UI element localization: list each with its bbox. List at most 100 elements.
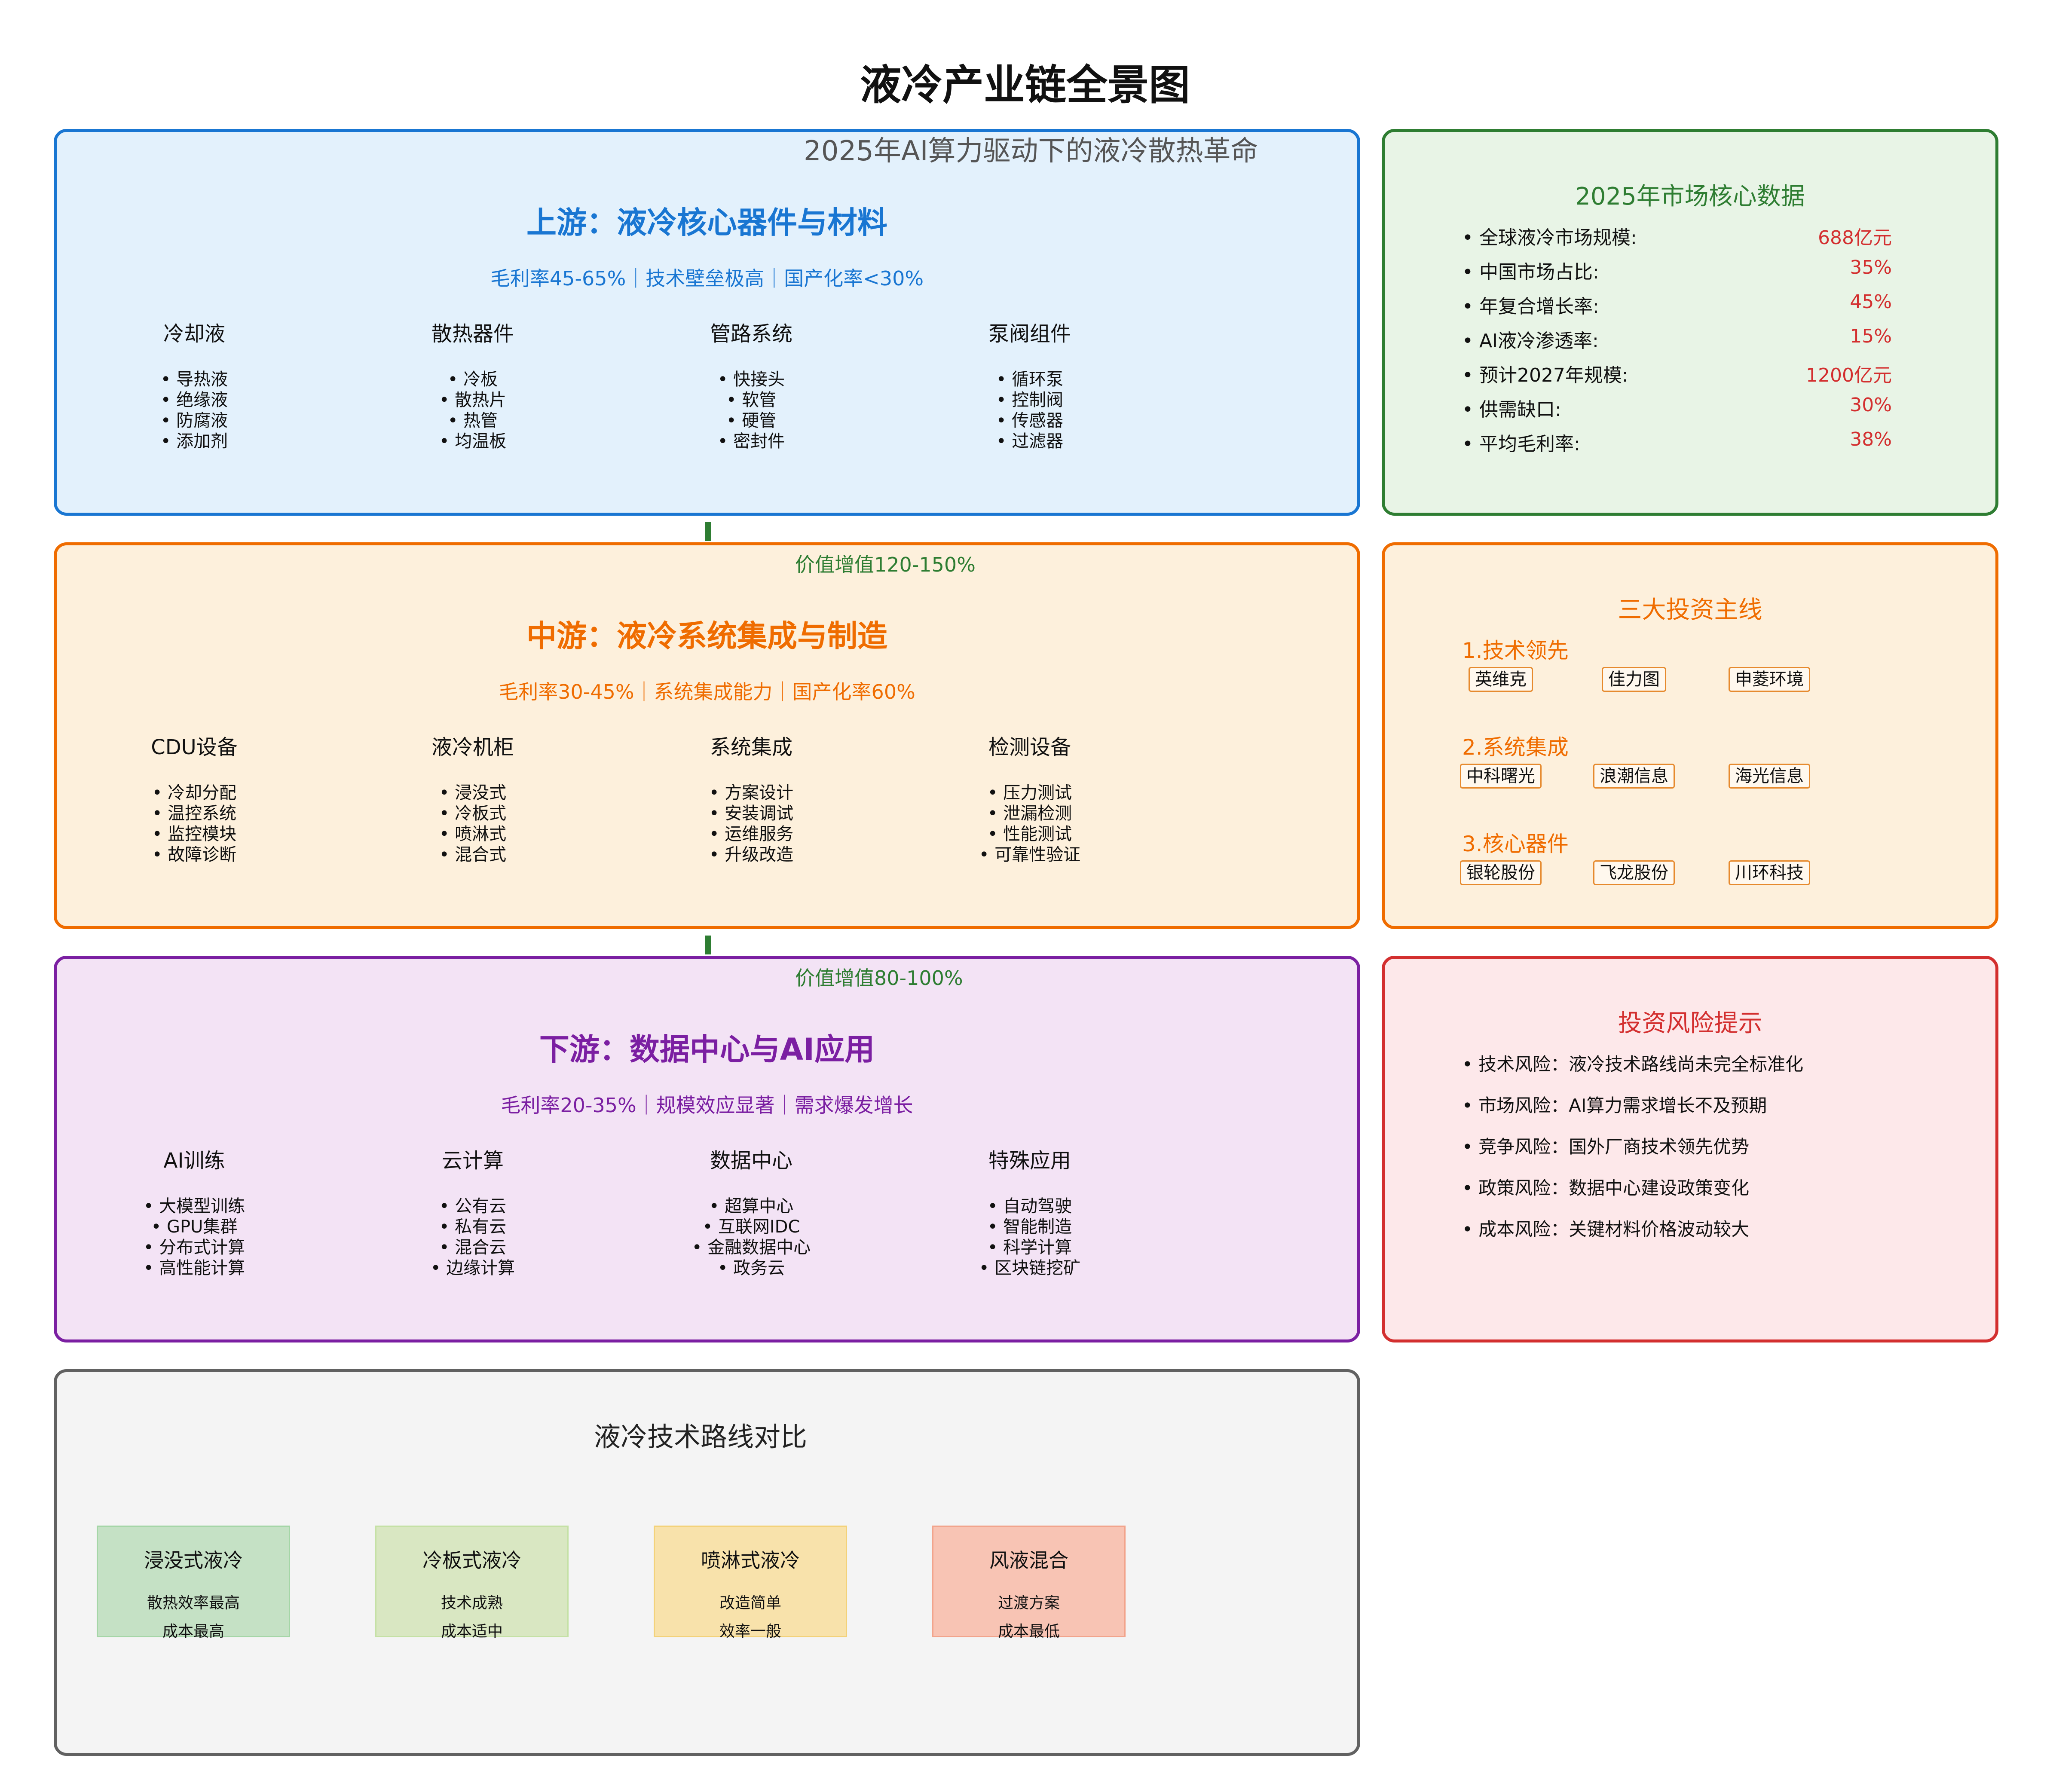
tech-route-note: 成本最高 [162, 1623, 224, 1640]
market-row: 供需缺口: 30% [1462, 394, 1892, 422]
market-label: AI液冷渗透率: [1462, 330, 1599, 352]
list-item: 超算中心 [614, 1196, 889, 1217]
market-label: 预计2027年规模: [1462, 364, 1628, 386]
upstream-title: 上游：液冷核心器件与材料 [526, 205, 887, 240]
stock-tag: 飞龙股份 [1593, 860, 1675, 885]
list-item: 运维服务 [614, 824, 889, 844]
investment-line-title: 3.核心器件 [1462, 832, 1569, 856]
category-title: 云计算 [441, 1149, 504, 1173]
market-label: 平均毛利率: [1462, 433, 1580, 455]
midstream-metrics: 毛利率30-45%｜系统集成能力｜国产化率60% [499, 680, 915, 703]
market-label: 供需缺口: [1462, 399, 1561, 421]
tech-route-name: 冷板式液冷 [422, 1549, 521, 1572]
category-title: 液冷机柜 [431, 735, 514, 759]
list-item: 密封件 [614, 431, 889, 452]
list-item: 互联网IDC [614, 1217, 889, 1237]
list-item: 自动驾驶 [892, 1196, 1167, 1217]
category-title: 管路系统 [710, 322, 792, 346]
tech-route-note: 效率一般 [719, 1623, 781, 1640]
downstream-title: 下游：数据中心与AI应用 [539, 1032, 875, 1067]
market-panel: 2025年市场核心数据 全球液冷市场规模: 688亿元 中国市场占比: 35% … [1382, 129, 1998, 516]
page-subtitle: 2025年AI算力驱动下的液冷散热革命 [804, 135, 1258, 167]
market-label: 中国市场占比: [1462, 261, 1599, 283]
list-item: 升级改造 [614, 844, 889, 865]
market-title: 2025年市场核心数据 [1575, 183, 1805, 211]
category-title: 泵阀组件 [988, 322, 1071, 346]
tech-route-spray: 喷淋式液冷 改造简单 效率一般 [654, 1526, 847, 1640]
category-cabinet: 液冷机柜 浸没式 冷板式 喷淋式 混合式 [335, 730, 610, 865]
tech-route-note: 成本适中 [441, 1623, 503, 1640]
market-value: 35% [1850, 257, 1892, 278]
list-item: 泄漏检测 [892, 803, 1167, 824]
stock-tag: 申菱环境 [1729, 667, 1810, 692]
category-title: 冷却液 [163, 322, 225, 346]
risk-item: 政策风险：数据中心建设政策变化 [1462, 1174, 1749, 1200]
market-value: 30% [1850, 394, 1892, 416]
category-ai-training: AI训练 大模型训练 GPU集群 分布式计算 高性能计算 [57, 1144, 332, 1278]
risk-item: 技术风险：液冷技术路线尚未完全标准化 [1462, 1050, 1803, 1076]
list-item: 分布式计算 [57, 1237, 332, 1258]
stock-tag: 佳力图 [1602, 667, 1666, 692]
list-item: 边缘计算 [335, 1258, 610, 1278]
category-coolant: 冷却液 导热液 绝缘液 防腐液 添加剂 [57, 317, 332, 452]
category-special: 特殊应用 自动驾驶 智能制造 科学计算 区块链挖矿 [892, 1144, 1167, 1278]
list-item: 智能制造 [892, 1217, 1167, 1237]
tech-route-note: 散热效率最高 [147, 1594, 240, 1612]
tech-route-note: 技术成熟 [441, 1594, 503, 1612]
market-value: 38% [1850, 428, 1892, 450]
investment-panel: 三大投资主线 1.技术领先 英维克 佳力图 申菱环境 2.系统集成 中科曙光 浪… [1382, 542, 1998, 929]
risk-item: 竞争风险：国外厂商技术领先优势 [1462, 1132, 1749, 1159]
stock-tag: 英维克 [1469, 667, 1533, 692]
risk-panel: 投资风险提示 技术风险：液冷技术路线尚未完全标准化 市场风险：AI算力需求增长不… [1382, 956, 1998, 1342]
list-item: 安装调试 [614, 803, 889, 824]
list-item: 硬管 [614, 410, 889, 431]
list-item: 方案设计 [614, 783, 889, 803]
category-heat-dissipation: 散热器件 冷板 散热片 热管 均温板 [335, 317, 610, 452]
list-item: 冷板 [335, 369, 610, 390]
list-item: GPU集群 [57, 1217, 332, 1237]
list-item: 绝缘液 [57, 390, 332, 410]
category-testing: 检测设备 压力测试 泄漏检测 性能测试 可靠性验证 [892, 730, 1167, 865]
value-add-label: 价值增值80-100% [795, 966, 963, 990]
list-item: 大模型训练 [57, 1196, 332, 1217]
list-item: 科学计算 [892, 1237, 1167, 1258]
tech-route-note: 成本最低 [997, 1623, 1060, 1640]
tech-route-name: 风液混合 [989, 1549, 1068, 1572]
category-title: CDU设备 [151, 735, 238, 759]
tech-route-note: 改造简单 [719, 1594, 781, 1612]
category-pump-valve: 泵阀组件 循环泵 控制阀 传感器 过滤器 [892, 317, 1167, 452]
list-item: 防腐液 [57, 410, 332, 431]
market-row: 全球液冷市场规模: 688亿元 [1462, 222, 1892, 250]
list-item: 软管 [614, 390, 889, 410]
category-title: 检测设备 [988, 735, 1071, 759]
stock-tag: 中科曙光 [1460, 764, 1542, 789]
list-item: 性能测试 [892, 824, 1167, 844]
page-title: 液冷产业链全景图 [860, 61, 1190, 109]
list-item: 浸没式 [335, 783, 610, 803]
chain-connector [705, 936, 711, 954]
market-label: 年复合增长率: [1462, 296, 1599, 318]
category-cdu: CDU设备 冷却分配 温控系统 监控模块 故障诊断 [57, 730, 332, 865]
list-item: 添加剂 [57, 431, 332, 452]
chain-connector [705, 522, 711, 541]
list-item: 故障诊断 [57, 844, 332, 865]
investment-line-title: 2.系统集成 [1462, 735, 1569, 760]
market-value: 688亿元 [1818, 227, 1892, 249]
list-item: 喷淋式 [335, 824, 610, 844]
market-value: 45% [1850, 291, 1892, 313]
market-row: AI液冷渗透率: 15% [1462, 325, 1892, 353]
list-item: 金融数据中心 [614, 1237, 889, 1258]
list-item: 可靠性验证 [892, 844, 1167, 865]
midstream-panel: 中游：液冷系统集成与制造 毛利率30-45%｜系统集成能力｜国产化率60% CD… [54, 542, 1360, 929]
list-item: 混合云 [335, 1237, 610, 1258]
tech-route-hybrid: 风液混合 过渡方案 成本最低 [932, 1526, 1126, 1640]
stock-tag: 川环科技 [1729, 860, 1810, 885]
risk-item: 成本风险：关键材料价格波动较大 [1462, 1215, 1749, 1241]
list-item: 均温板 [335, 431, 610, 452]
value-add-label: 价值增值120-150% [795, 553, 976, 576]
stock-tag: 海光信息 [1729, 764, 1810, 789]
list-item: 高性能计算 [57, 1258, 332, 1278]
tech-compare-title: 液冷技术路线对比 [594, 1421, 808, 1453]
tech-route-note: 过渡方案 [997, 1594, 1060, 1612]
list-item: 压力测试 [892, 783, 1167, 803]
